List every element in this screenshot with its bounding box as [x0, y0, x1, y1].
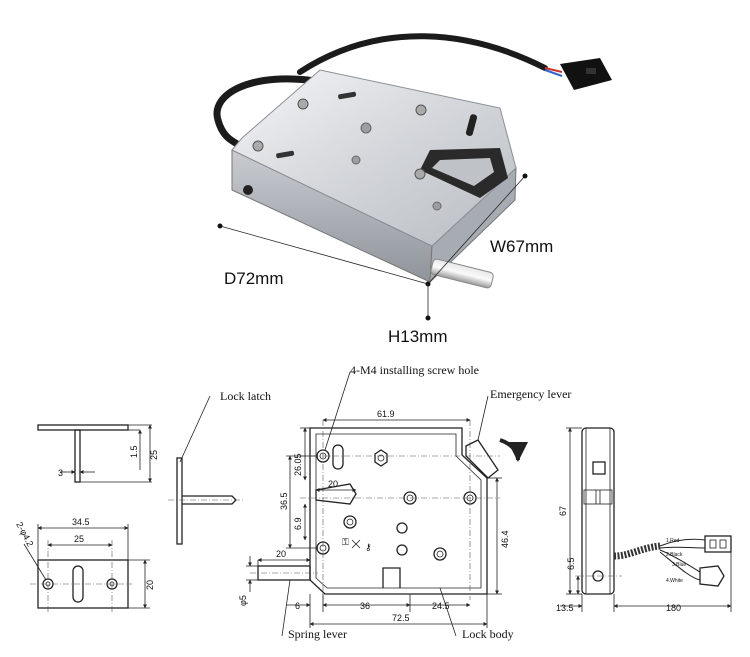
- lock-body-top: [231, 69, 517, 247]
- dim-hole-diameter: 2-φ4.2: [14, 520, 35, 548]
- width-label: W67mm: [490, 237, 553, 256]
- callout-screw-hole: 4-M4 installing screw hole: [350, 363, 479, 377]
- height-label: H13mm: [388, 327, 448, 346]
- side-connector-b: [699, 565, 725, 587]
- dim-latch-length: 20: [328, 479, 338, 489]
- dim-cable-length: 180: [666, 603, 681, 613]
- dim-side-thickness: 13.5: [556, 603, 574, 613]
- dim-side-hole-offset: 6.5: [566, 557, 576, 570]
- lock-front-view: ⚿ ⚷ 61.9 26.05 20 36.5 6.9 20: [238, 363, 571, 641]
- side-connector-a: [704, 535, 732, 553]
- wire-label-red: 1.Red: [666, 538, 680, 544]
- dim-screw-span-top: 61.9: [377, 409, 395, 419]
- dim-side-height: 67: [558, 506, 568, 516]
- dim-total-length: 72.5: [392, 613, 410, 623]
- side-view-outline: [581, 427, 615, 595]
- svg-text:⚿: ⚿: [342, 537, 349, 547]
- dim-latch-width: 3: [58, 468, 63, 478]
- dim-bottom-span-right: 24.5: [432, 601, 450, 611]
- callout-lock-latch: Lock latch: [220, 389, 271, 403]
- callout-lock-body: Lock body: [462, 627, 514, 641]
- depth-label: D72mm: [224, 269, 284, 288]
- dim-right-height: 46.4: [500, 530, 510, 548]
- lock-latch-profile: Lock latch: [168, 389, 271, 545]
- dim-latch-offset: 6.9: [293, 517, 303, 530]
- dim-plate-width: 34.5: [72, 517, 90, 527]
- emergency-lever: [465, 439, 499, 479]
- spring-pin: [430, 258, 494, 289]
- callout-spring-lever: Spring lever: [288, 627, 347, 641]
- side-cable: [613, 542, 661, 560]
- dim-spring-lever-length: 20: [276, 549, 286, 559]
- dim-screw-span-vertical: 36.5: [279, 492, 289, 510]
- latch-bottom-view: 34.5 25 20 2-φ4.2: [14, 517, 155, 612]
- product-photo: D72mm W67mm H13mm: [213, 33, 612, 346]
- latch-tongue: [315, 483, 357, 505]
- wire-label-white: 4.White: [666, 578, 683, 584]
- dim-pin-diameter: φ5: [238, 595, 248, 606]
- lock-side-view: 1.Red 2.Black 3.Blue 4.White 67 6.5 13.5…: [556, 427, 732, 613]
- front-view-outline: [309, 427, 488, 595]
- wire-label-blue: 3.Blue: [672, 562, 686, 568]
- dim-latch-thickness: 1.5: [129, 445, 139, 458]
- dim-latch-height: 25: [149, 450, 159, 460]
- callout-emergency-lever: Emergency lever: [490, 387, 571, 401]
- dim-top-to-latch: 26.05: [293, 453, 303, 476]
- wire-label-black: 2.Black: [666, 552, 683, 558]
- latch-side-view: 1.5 25 3: [37, 424, 159, 483]
- dim-hole-spacing: 25: [74, 534, 84, 544]
- dim-bottom-span-left: 36: [360, 601, 370, 611]
- dim-left-offset: 6: [295, 601, 300, 611]
- svg-text:⚷: ⚷: [365, 542, 372, 552]
- dim-plate-height: 20: [145, 580, 155, 590]
